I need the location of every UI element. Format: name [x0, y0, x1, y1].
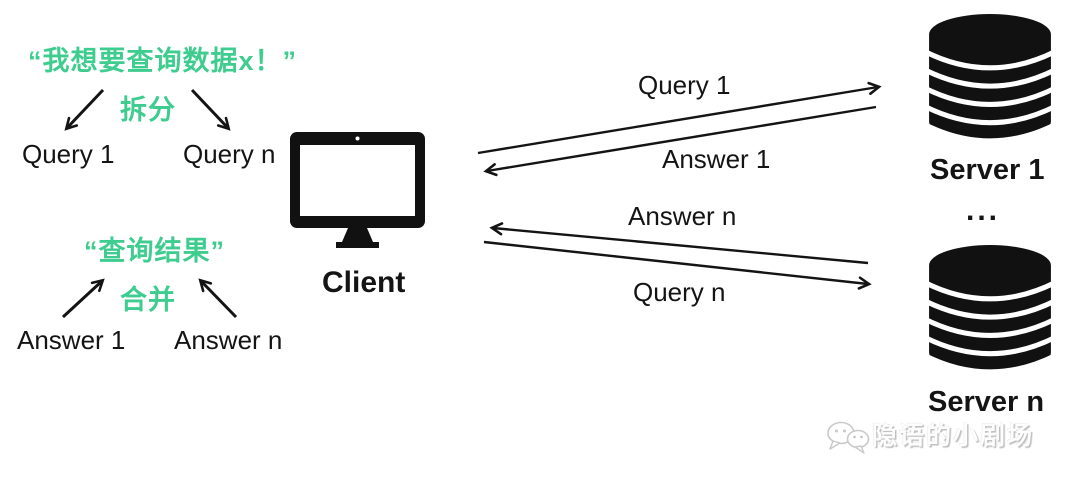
split-arrow-right	[190, 88, 231, 131]
answer-n-arrow	[489, 222, 869, 265]
servers-ellipsis: ...	[966, 194, 1001, 227]
database-stack-icon-server-n	[925, 245, 1055, 375]
answer-1-message-label: Answer 1	[662, 144, 771, 174]
database-stack-icon-server-1	[925, 14, 1055, 144]
merge-label: 合并	[120, 285, 176, 315]
client-label: Client	[322, 266, 406, 299]
query-n-message-label: Query n	[633, 277, 726, 307]
desktop-monitor-icon	[290, 132, 425, 248]
answer-n-message-label: Answer n	[628, 201, 737, 231]
wechat-chat-bubbles-icon	[827, 421, 870, 454]
watermark-text: 隐语的小剧场	[872, 422, 1035, 450]
result-text: “查询结果”	[84, 236, 225, 266]
merge-answer-1-label: Answer 1	[17, 325, 126, 355]
split-arrow-left	[64, 88, 105, 131]
split-query-n-label: Query n	[183, 139, 276, 169]
merge-arrow-left	[61, 278, 105, 319]
merge-arrow-right	[198, 278, 238, 319]
server-n-label: Server n	[928, 386, 1045, 418]
split-query-1-label: Query 1	[22, 139, 115, 169]
merge-answer-n-label: Answer n	[174, 325, 283, 355]
request-text: “我想要查询数据x！”	[28, 46, 298, 76]
server-1-label: Server 1	[930, 154, 1045, 186]
query-1-message-label: Query 1	[638, 70, 731, 100]
split-label: 拆分	[120, 95, 176, 125]
